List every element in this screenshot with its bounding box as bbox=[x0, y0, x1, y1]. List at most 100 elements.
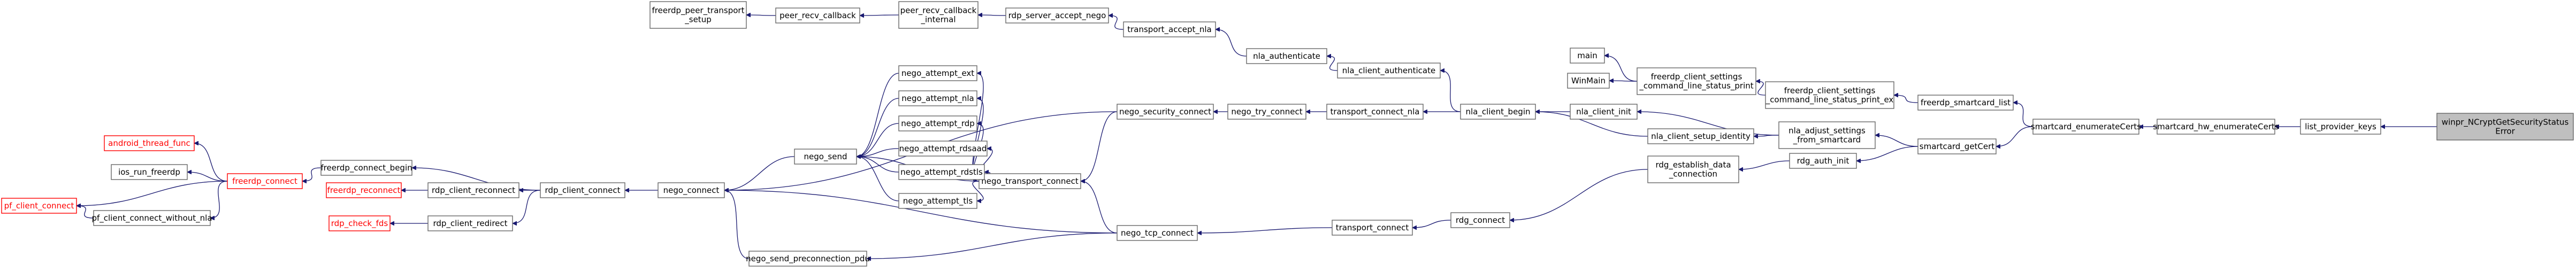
node-main[interactable]: main bbox=[1570, 48, 1605, 64]
node-nego-attempt-rdp[interactable]: nego_attempt_rdp bbox=[898, 115, 977, 131]
node-rdg-auth-init[interactable]: rdg_auth_init bbox=[1789, 153, 1857, 169]
node-smartcard-enumeratecerts[interactable]: smartcard_enumerateCerts bbox=[2031, 119, 2141, 135]
edge-nla-adjust-settings-from-smartcard-to-nla-client-setup-identity bbox=[1754, 135, 1779, 136]
node-box bbox=[898, 141, 988, 157]
node-label: freerdp_smartcard_list bbox=[1921, 98, 2011, 108]
node-nego-connect[interactable]: nego_connect bbox=[658, 182, 725, 198]
node-transport-connect[interactable]: transport_connect bbox=[1332, 220, 1413, 236]
node-box bbox=[1246, 48, 1327, 64]
node-box bbox=[111, 164, 188, 180]
node-label: transport_connect bbox=[1336, 223, 1409, 233]
node-box bbox=[1, 198, 77, 214]
node-box bbox=[898, 1, 979, 29]
node-freerdp-connect[interactable]: freerdp_connect bbox=[227, 173, 303, 189]
edge-freerdp-connect-to-pf-client-connect-without-nla bbox=[210, 181, 228, 218]
node-list-provider-keys[interactable]: list_provider_keys bbox=[2300, 119, 2381, 135]
node-transport-accept-nla[interactable]: transport_accept_nla bbox=[1123, 21, 1216, 37]
edge-freerdp-connect-begin-to-freerdp-connect bbox=[302, 167, 322, 181]
node-winmain[interactable]: WinMain bbox=[1567, 73, 1610, 89]
node-label: nego_attempt_nla bbox=[901, 94, 974, 104]
node-label: rdp_client_reconnect bbox=[432, 185, 515, 196]
node-nego-attempt-tls[interactable]: nego_attempt_tls bbox=[898, 193, 977, 209]
node-freerdp-reconnect[interactable]: freerdp_reconnect bbox=[326, 182, 402, 198]
node-transport-connect-nla[interactable]: transport_connect_nla bbox=[1326, 104, 1424, 120]
node-label: nego_attempt_tls bbox=[903, 196, 973, 206]
edge-nego-attempt-tls-to-nego-send bbox=[857, 157, 899, 201]
node-box bbox=[1917, 95, 2014, 111]
node-freerdp-client-settings-command-line-status-print[interactable]: freerdp_client_settings_command_line_sta… bbox=[1637, 67, 1756, 95]
node-nla-client-begin[interactable]: nla_client_begin bbox=[1460, 104, 1536, 120]
node-label: nego_send_preconnection_pdu bbox=[746, 254, 870, 264]
node-label: pf_client_connect_without_nla bbox=[91, 213, 212, 223]
node-label: nego_attempt_rdsaad bbox=[899, 144, 987, 154]
node-box bbox=[1005, 7, 1109, 24]
node-box bbox=[93, 210, 211, 226]
node-label: android_thread_func bbox=[108, 138, 190, 149]
node-freerdp-client-settings-command-line-status-print-ex[interactable]: freerdp_client_settings_command_line_sta… bbox=[1765, 81, 1894, 109]
node-label: transport_connect_nla bbox=[1331, 107, 1420, 117]
node-label: Error bbox=[2495, 127, 2515, 136]
node-nego-send-preconnection-pdu[interactable]: nego_send_preconnection_pdu bbox=[746, 251, 870, 267]
edge-nego-attempt-rdstls-to-nego-send bbox=[857, 157, 899, 173]
node-label: nla_client_init bbox=[1576, 107, 1631, 117]
node-nego-attempt-rdstls[interactable]: nego_attempt_rdstls bbox=[898, 164, 985, 180]
edge-transport-accept-nla-to-rdp-server-accept-nego bbox=[1109, 15, 1124, 30]
edge-rdp-client-connect-to-rdp-client-redirect bbox=[513, 190, 541, 223]
edge-nego-attempt-rdp-to-nego-send bbox=[857, 123, 899, 157]
node-nego-attempt-nla[interactable]: nego_attempt_nla bbox=[898, 90, 977, 106]
node-nego-transport-connect[interactable]: nego_transport_connect bbox=[979, 173, 1081, 189]
node-label: nego_attempt_rdstls bbox=[900, 167, 983, 177]
node-rdg-connect[interactable]: rdg_connect bbox=[1450, 212, 1510, 228]
node-nego-tcp-connect[interactable]: nego_tcp_connect bbox=[1117, 225, 1198, 241]
node-rdp-client-redirect[interactable]: rdp_client_redirect bbox=[427, 215, 513, 231]
node-box bbox=[2436, 113, 2574, 141]
node-peer-recv-callback-internal[interactable]: peer_recv_callback_internal bbox=[898, 1, 979, 29]
node-box bbox=[1917, 138, 1997, 154]
node-ios-run-freerdp[interactable]: ios_run_freerdp bbox=[111, 164, 188, 180]
node-label: rdg_connect bbox=[1456, 215, 1505, 226]
edge-nego-attempt-ext-to-nego-send bbox=[856, 73, 899, 157]
node-box bbox=[748, 251, 867, 267]
edge-smartcard-enumerateCerts-to-freerdp-smartcard-list bbox=[2013, 103, 2034, 127]
node-nla-authenticate[interactable]: nla_authenticate bbox=[1246, 48, 1327, 64]
node-rdp-client-reconnect[interactable]: rdp_client_reconnect bbox=[427, 182, 519, 198]
node-rdp-client-connect[interactable]: rdp_client_connect bbox=[540, 182, 625, 198]
node-freerdp-connect-begin[interactable]: freerdp_connect_begin bbox=[320, 160, 412, 176]
node-rdp-server-accept-nego[interactable]: rdp_server_accept_nego bbox=[1005, 7, 1109, 24]
node-label: rdp_client_redirect bbox=[433, 219, 507, 229]
node-rdp-check-fds[interactable]: rdp_check_fds bbox=[328, 215, 391, 231]
node-smartcard-hw-enumeratecerts[interactable]: smartcard_hw_enumerateCerts bbox=[2153, 119, 2279, 135]
node-label: ios_run_freerdp bbox=[118, 167, 180, 177]
edge-nego-send-to-nego-connect bbox=[724, 156, 795, 190]
node-android-thread-func[interactable]: android_thread_func bbox=[104, 135, 195, 151]
node-freerdp-smartcard-list[interactable]: freerdp_smartcard_list bbox=[1917, 95, 2014, 111]
node-smartcard-getcert[interactable]: smartcard_getCert bbox=[1917, 138, 1997, 154]
edge-pf-client-connect-without-nla-to-pf-client-connect bbox=[77, 206, 94, 219]
node-pf-client-connect-without-nla[interactable]: pf_client_connect_without_nla bbox=[91, 210, 212, 226]
node-nego-send[interactable]: nego_send bbox=[794, 149, 857, 165]
node-nla-adjust-settings-from-smartcard[interactable]: nla_adjust_settings_from_smartcard bbox=[1778, 121, 1876, 149]
node-freerdp-peer-transport-setup[interactable]: freerdp_peer_transport_setup bbox=[649, 1, 747, 29]
node-nla-client-setup-identity[interactable]: nla_client_setup_identity bbox=[1647, 128, 1754, 144]
node-nego-attempt-rdsaad[interactable]: nego_attempt_rdsaad bbox=[898, 141, 988, 157]
node-label: _setup bbox=[684, 15, 711, 25]
node-peer-recv-callback[interactable]: peer_recv_callback bbox=[775, 7, 860, 24]
node-rdg-establish-data-connection[interactable]: rdg_establish_data_connection bbox=[1647, 156, 1739, 183]
edge-smartcard-getCert-to-rdg-auth-init bbox=[1856, 146, 1918, 161]
node-label: nego_attempt_ext bbox=[901, 68, 974, 79]
node-box bbox=[1765, 81, 1894, 109]
node-label: nla_authenticate bbox=[1253, 51, 1320, 61]
node-box bbox=[898, 90, 977, 106]
node-nego-try-connect[interactable]: nego_try_connect bbox=[1227, 104, 1306, 120]
node-pf-client-connect[interactable]: pf_client_connect bbox=[1, 198, 77, 214]
node-nego-security-connect[interactable]: nego_security_connect bbox=[1117, 104, 1214, 120]
node-nego-attempt-ext[interactable]: nego_attempt_ext bbox=[898, 65, 977, 81]
node-nla-client-init[interactable]: nla_client_init bbox=[1570, 104, 1638, 120]
edge-freerdp-client-settings-command-line-status-print-to-main bbox=[1604, 56, 1638, 82]
node-box bbox=[104, 135, 195, 151]
node-nla-client-authenticate[interactable]: nla_client_authenticate bbox=[1337, 63, 1441, 79]
edge-freerdp-client-settings-command-line-status-print-ex-to-freerdp-client-settings-command-line-status-print bbox=[1756, 81, 1766, 96]
edge-nla-authenticate-to-transport-accept-nla bbox=[1216, 29, 1247, 57]
